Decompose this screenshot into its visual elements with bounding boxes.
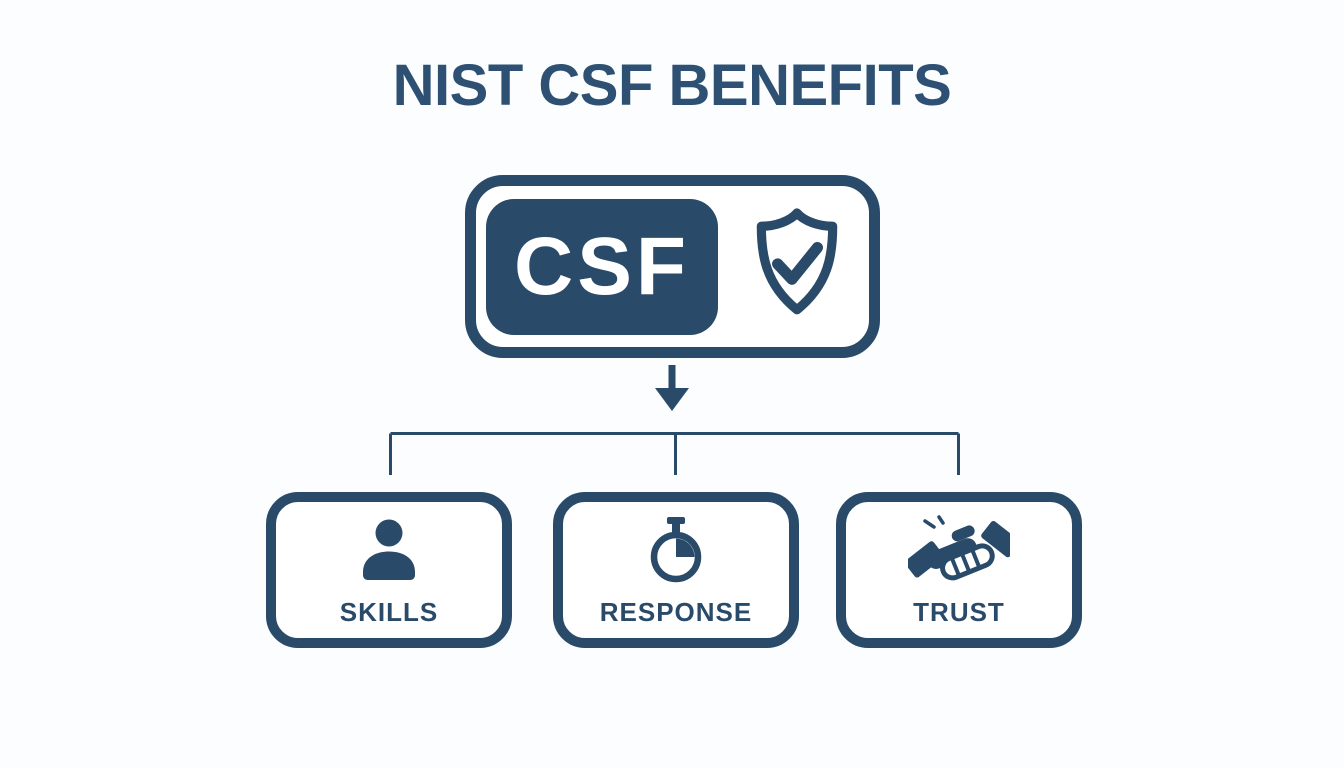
shield-check-icon: [744, 205, 850, 329]
csf-chip: CSF: [486, 198, 718, 335]
benefit-label: TRUST: [913, 597, 1005, 627]
csf-label: CSF: [514, 220, 690, 312]
arrow-down-icon: [652, 365, 692, 417]
csf-badge: CSF: [465, 175, 880, 358]
branch-connector: [380, 430, 970, 483]
benefit-label: RESPONSE: [599, 597, 753, 627]
person-icon: [360, 514, 418, 586]
page-title: NIST CSF BENEFITS: [392, 53, 952, 118]
benefit-card-response: RESPONSE: [553, 492, 799, 648]
benefit-card-trust: TRUST: [836, 492, 1082, 648]
handshake-icon: [908, 514, 1010, 586]
benefit-label: SKILLS: [339, 597, 439, 627]
benefit-card-skills: SKILLS: [266, 492, 512, 648]
stopwatch-icon: [649, 514, 703, 586]
